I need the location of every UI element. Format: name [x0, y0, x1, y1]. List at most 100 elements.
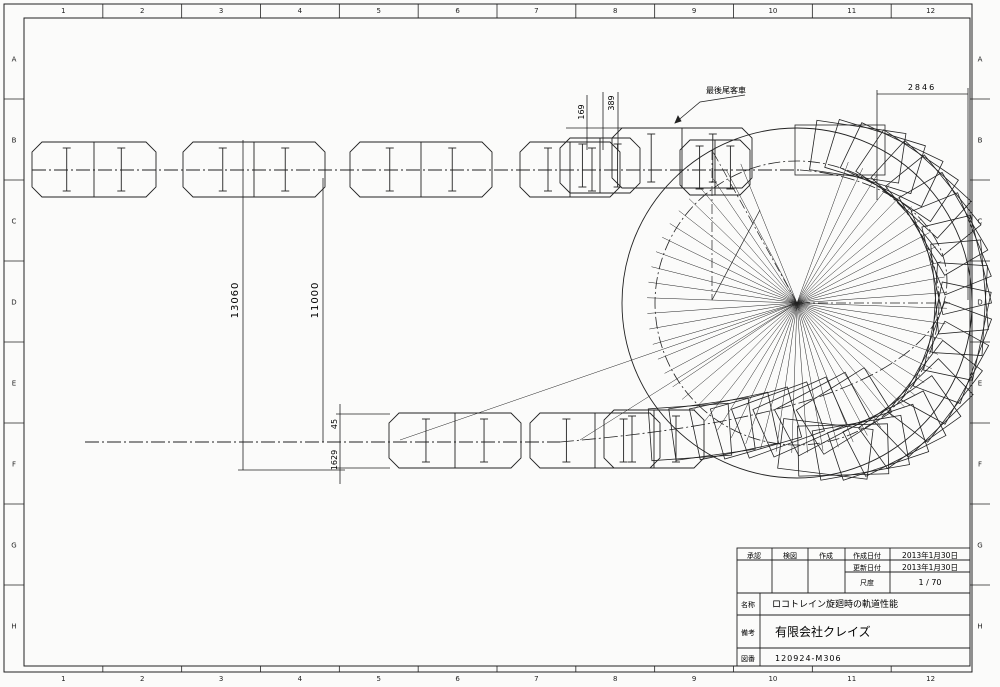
swept-car	[857, 375, 962, 470]
row-label-right: E	[978, 380, 982, 388]
tb-scale: 1 / 70	[918, 578, 941, 587]
swept-car-lower	[731, 381, 825, 459]
row-label-left: B	[12, 137, 17, 145]
upper-car-3	[349, 141, 493, 198]
lower-train	[388, 409, 705, 469]
tb-approval: 承認	[747, 551, 761, 560]
col-label-bottom: 11	[847, 675, 856, 683]
col-label-top: 5	[377, 7, 381, 15]
inner-frame	[23, 17, 971, 667]
radial-lines	[399, 161, 947, 453]
tb-check: 検図	[783, 551, 797, 560]
lower-car-3	[603, 409, 705, 469]
tb-scale-label: 尺度	[860, 578, 874, 587]
swept-car-lower	[773, 371, 871, 457]
swept-car	[887, 339, 983, 443]
upper-car-5	[559, 137, 641, 194]
lower-car-2	[529, 412, 661, 469]
row-label-right: F	[978, 461, 982, 469]
swept-car	[900, 320, 990, 425]
col-label-top: 7	[534, 7, 538, 15]
row-label-right: D	[977, 299, 982, 307]
col-label-bottom: 1	[61, 675, 65, 683]
leader-last-car	[674, 94, 746, 124]
upper-car-6	[611, 127, 753, 189]
tb-drawing-no-label: 図番	[741, 655, 755, 663]
row-label-left: H	[11, 623, 16, 631]
row-label-right: A	[978, 56, 983, 64]
swept-car	[873, 358, 974, 458]
dim-389-text: 389	[607, 95, 616, 110]
pivot-arm	[711, 209, 761, 301]
tb-name: ロコトレイン旋廻時の軌道性能	[772, 598, 898, 610]
row-label-left: C	[12, 218, 17, 226]
row-label-left: D	[11, 299, 16, 307]
dim-13060-text: 13060	[230, 282, 241, 319]
swept-car-lower	[688, 391, 780, 461]
col-label-top: 10	[768, 7, 777, 15]
swept-car-lower	[668, 397, 756, 461]
upper-car-7	[679, 139, 751, 196]
upper-car-4	[519, 141, 621, 198]
swept-car	[921, 214, 992, 316]
col-label-top: 6	[455, 7, 460, 15]
radius-line	[711, 149, 798, 304]
tb-drawn: 作成	[819, 551, 833, 560]
col-label-bottom: 10	[768, 675, 777, 683]
swept-car-lower	[752, 376, 848, 458]
tb-name-label: 名称	[741, 600, 755, 609]
swept-car	[923, 281, 992, 381]
dim-1629-text: 1629	[330, 450, 339, 470]
col-label-bottom: 5	[377, 675, 381, 683]
title-block	[736, 547, 971, 667]
dim-11000-text: 11000	[310, 282, 321, 319]
row-label-right: H	[977, 623, 982, 631]
upper-car-1	[31, 141, 157, 198]
col-label-bottom: 2	[140, 675, 144, 683]
row-label-right: C	[978, 218, 983, 226]
tb-drawing-no: 120924-M306	[775, 654, 842, 663]
col-label-bottom: 8	[613, 675, 617, 683]
tb-remarks-label: 備考	[741, 628, 755, 637]
row-label-left: A	[12, 56, 17, 64]
col-label-bottom: 3	[219, 675, 223, 683]
col-label-top: 1	[61, 7, 65, 15]
lower-car-1	[388, 412, 522, 469]
col-label-top: 8	[613, 7, 617, 15]
col-label-top: 3	[219, 7, 223, 15]
row-label-left: G	[11, 542, 16, 550]
dim-2846-text: 2846	[908, 83, 936, 92]
swept-car	[826, 403, 930, 481]
dim-169-text: 169	[577, 104, 586, 119]
swept-car-lower	[709, 386, 803, 460]
swept-car	[912, 301, 993, 404]
swept-car-lower	[795, 367, 893, 455]
swept-car	[794, 124, 886, 176]
col-label-bottom: 6	[455, 675, 460, 683]
upper-train	[31, 127, 753, 198]
swept-car	[931, 262, 988, 357]
row-label-left: F	[12, 461, 16, 469]
col-label-top: 11	[847, 7, 856, 15]
swept-car	[870, 140, 972, 239]
swept-car	[824, 118, 926, 195]
tb-created-date: 2013年1月30日	[902, 550, 958, 560]
swept-car	[777, 418, 874, 480]
turn-centerline	[559, 169, 948, 443]
col-label-top: 4	[298, 7, 303, 15]
outer-frame	[3, 3, 973, 673]
col-label-top: 9	[692, 7, 696, 15]
tb-created-label: 作成日付	[853, 551, 881, 560]
col-label-bottom: 4	[298, 675, 303, 683]
swept-car	[910, 192, 992, 296]
col-label-bottom: 9	[692, 675, 696, 683]
last-car-label: 最後尾客車	[706, 85, 746, 95]
col-label-top: 2	[140, 7, 144, 15]
tb-revised-date: 2013年1月30日	[902, 562, 958, 572]
tb-revised-label: 更新日付	[853, 563, 881, 572]
swept-car-outlines	[647, 118, 993, 481]
row-label-right: B	[978, 137, 983, 145]
row-label-left: E	[12, 380, 16, 388]
